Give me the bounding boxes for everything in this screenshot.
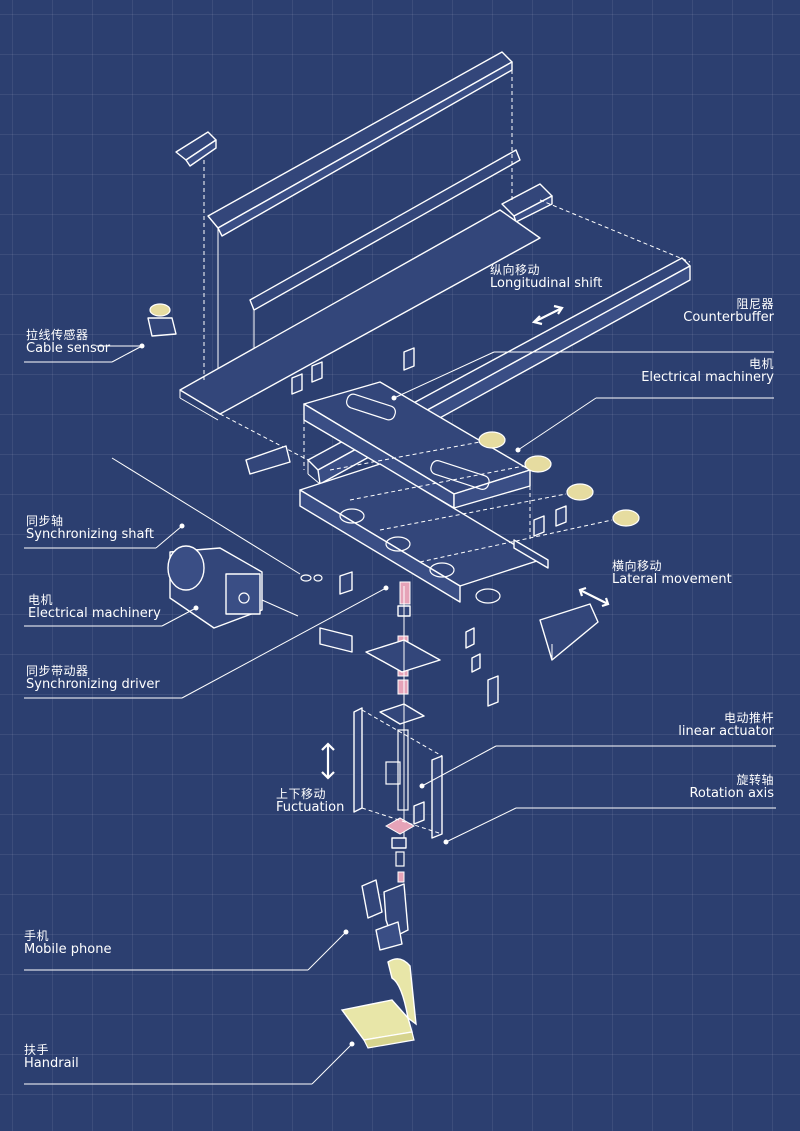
motion-arrows — [321, 304, 610, 780]
label-zh: 电动推杆 — [723, 711, 774, 725]
label-zh: 旋转轴 — [736, 773, 774, 787]
label-en: Lateral movement — [612, 572, 732, 588]
label-zh: 纵向移动 — [490, 263, 541, 277]
label-longitudinal-shift: 纵向移动 Longitudinal shift — [490, 263, 603, 292]
label-synchronizing-driver: 同步带动器 Synchronizing driver — [26, 664, 160, 693]
label-zh: 拉线传感器 — [26, 328, 89, 342]
central-column — [365, 581, 441, 883]
bottom-tray — [245, 445, 599, 661]
label-en: Fuctuation — [276, 800, 345, 816]
cable-sensor-part — [96, 303, 177, 347]
label-zh: 同步带动器 — [26, 664, 89, 678]
label-en: Counterbuffer — [683, 310, 774, 326]
label-lateral-movement: 横向移动 Lateral movement — [612, 559, 732, 588]
label-zh: 上下移动 — [276, 787, 327, 801]
label-rotation-axis: 旋转轴 Rotation axis — [689, 773, 774, 802]
label-counterbuffer: 阻尼器 Counterbuffer — [683, 297, 774, 326]
phone-holder-part — [361, 879, 409, 951]
small-brackets — [291, 347, 567, 707]
label-en: Mobile phone — [24, 942, 112, 958]
leader-lines — [24, 343, 776, 1085]
label-en: Cable sensor — [26, 341, 111, 357]
label-zh: 横向移动 — [612, 559, 663, 573]
label-zh: 扶手 — [24, 1043, 50, 1057]
label-cable-sensor: 拉线传感器 Cable sensor — [26, 328, 111, 357]
label-en: Longitudinal shift — [490, 276, 603, 292]
label-en: linear actuator — [678, 724, 774, 740]
sync-shaft-part — [111, 457, 323, 582]
label-en: Synchronizing driver — [26, 677, 160, 693]
motor-part — [167, 545, 299, 629]
label-en: Electrical machinery — [28, 606, 161, 622]
top-rail-frame — [175, 51, 691, 461]
label-electrical-machinery-left: 电机 Electrical machinery — [28, 593, 161, 622]
linear-actuator-frame — [353, 707, 443, 839]
label-electrical-machinery-top: 电机 Electrical machinery — [641, 357, 774, 386]
label-mobile-phone: 手机 Mobile phone — [24, 929, 112, 958]
label-en: Electrical machinery — [641, 370, 774, 386]
label-zh: 电机 — [28, 593, 54, 607]
label-linear-actuator: 电动推杆 linear actuator — [678, 711, 774, 740]
label-zh: 电机 — [748, 357, 774, 371]
label-fluctuation: 上下移动 Fuctuation — [276, 787, 345, 816]
label-en: Handrail — [24, 1056, 79, 1072]
label-synchronizing-shaft: 同步轴 Synchronizing shaft — [26, 514, 154, 543]
label-zh: 阻尼器 — [736, 297, 774, 311]
label-zh: 同步轴 — [26, 514, 64, 528]
handrail-part — [340, 958, 417, 1049]
label-en: Synchronizing shaft — [26, 527, 154, 543]
discs — [329, 431, 640, 563]
label-en: Rotation axis — [689, 786, 774, 802]
label-zh: 手机 — [24, 929, 50, 943]
label-handrail: 扶手 Handrail — [24, 1043, 79, 1072]
